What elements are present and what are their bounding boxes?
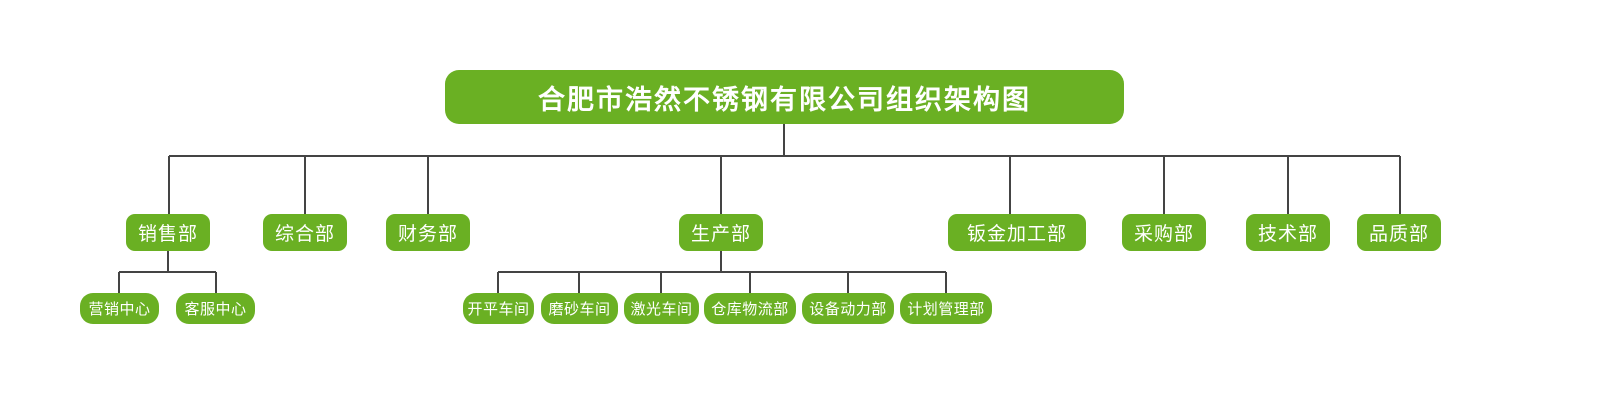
dept-node-general[interactable]: 综合部 xyxy=(263,214,347,251)
subdept-node-mosha[interactable]: 磨砂车间 xyxy=(541,293,618,324)
subdept-node-kaiping[interactable]: 开平车间 xyxy=(463,293,534,324)
subdept-node-warehouse[interactable]: 仓库物流部 xyxy=(704,293,796,324)
dept-node-purchase[interactable]: 采购部 xyxy=(1122,214,1206,251)
subdept-node-laser[interactable]: 激光车间 xyxy=(624,293,699,324)
dept-node-finance[interactable]: 财务部 xyxy=(386,214,470,251)
dept-node-production[interactable]: 生产部 xyxy=(679,214,763,251)
dept-node-sales[interactable]: 销售部 xyxy=(126,214,210,251)
subdept-node-equipment[interactable]: 设备动力部 xyxy=(802,293,894,324)
dept-node-sheetmetal[interactable]: 钣金加工部 xyxy=(948,214,1086,251)
subdept-node-marketing[interactable]: 营销中心 xyxy=(80,293,159,324)
dept-node-quality[interactable]: 品质部 xyxy=(1357,214,1441,251)
dept-node-tech[interactable]: 技术部 xyxy=(1246,214,1330,251)
subdept-node-planning[interactable]: 计划管理部 xyxy=(900,293,992,324)
org-title-node[interactable]: 合肥市浩然不锈钢有限公司组织架构图 xyxy=(445,70,1124,124)
subdept-node-service[interactable]: 客服中心 xyxy=(176,293,255,324)
